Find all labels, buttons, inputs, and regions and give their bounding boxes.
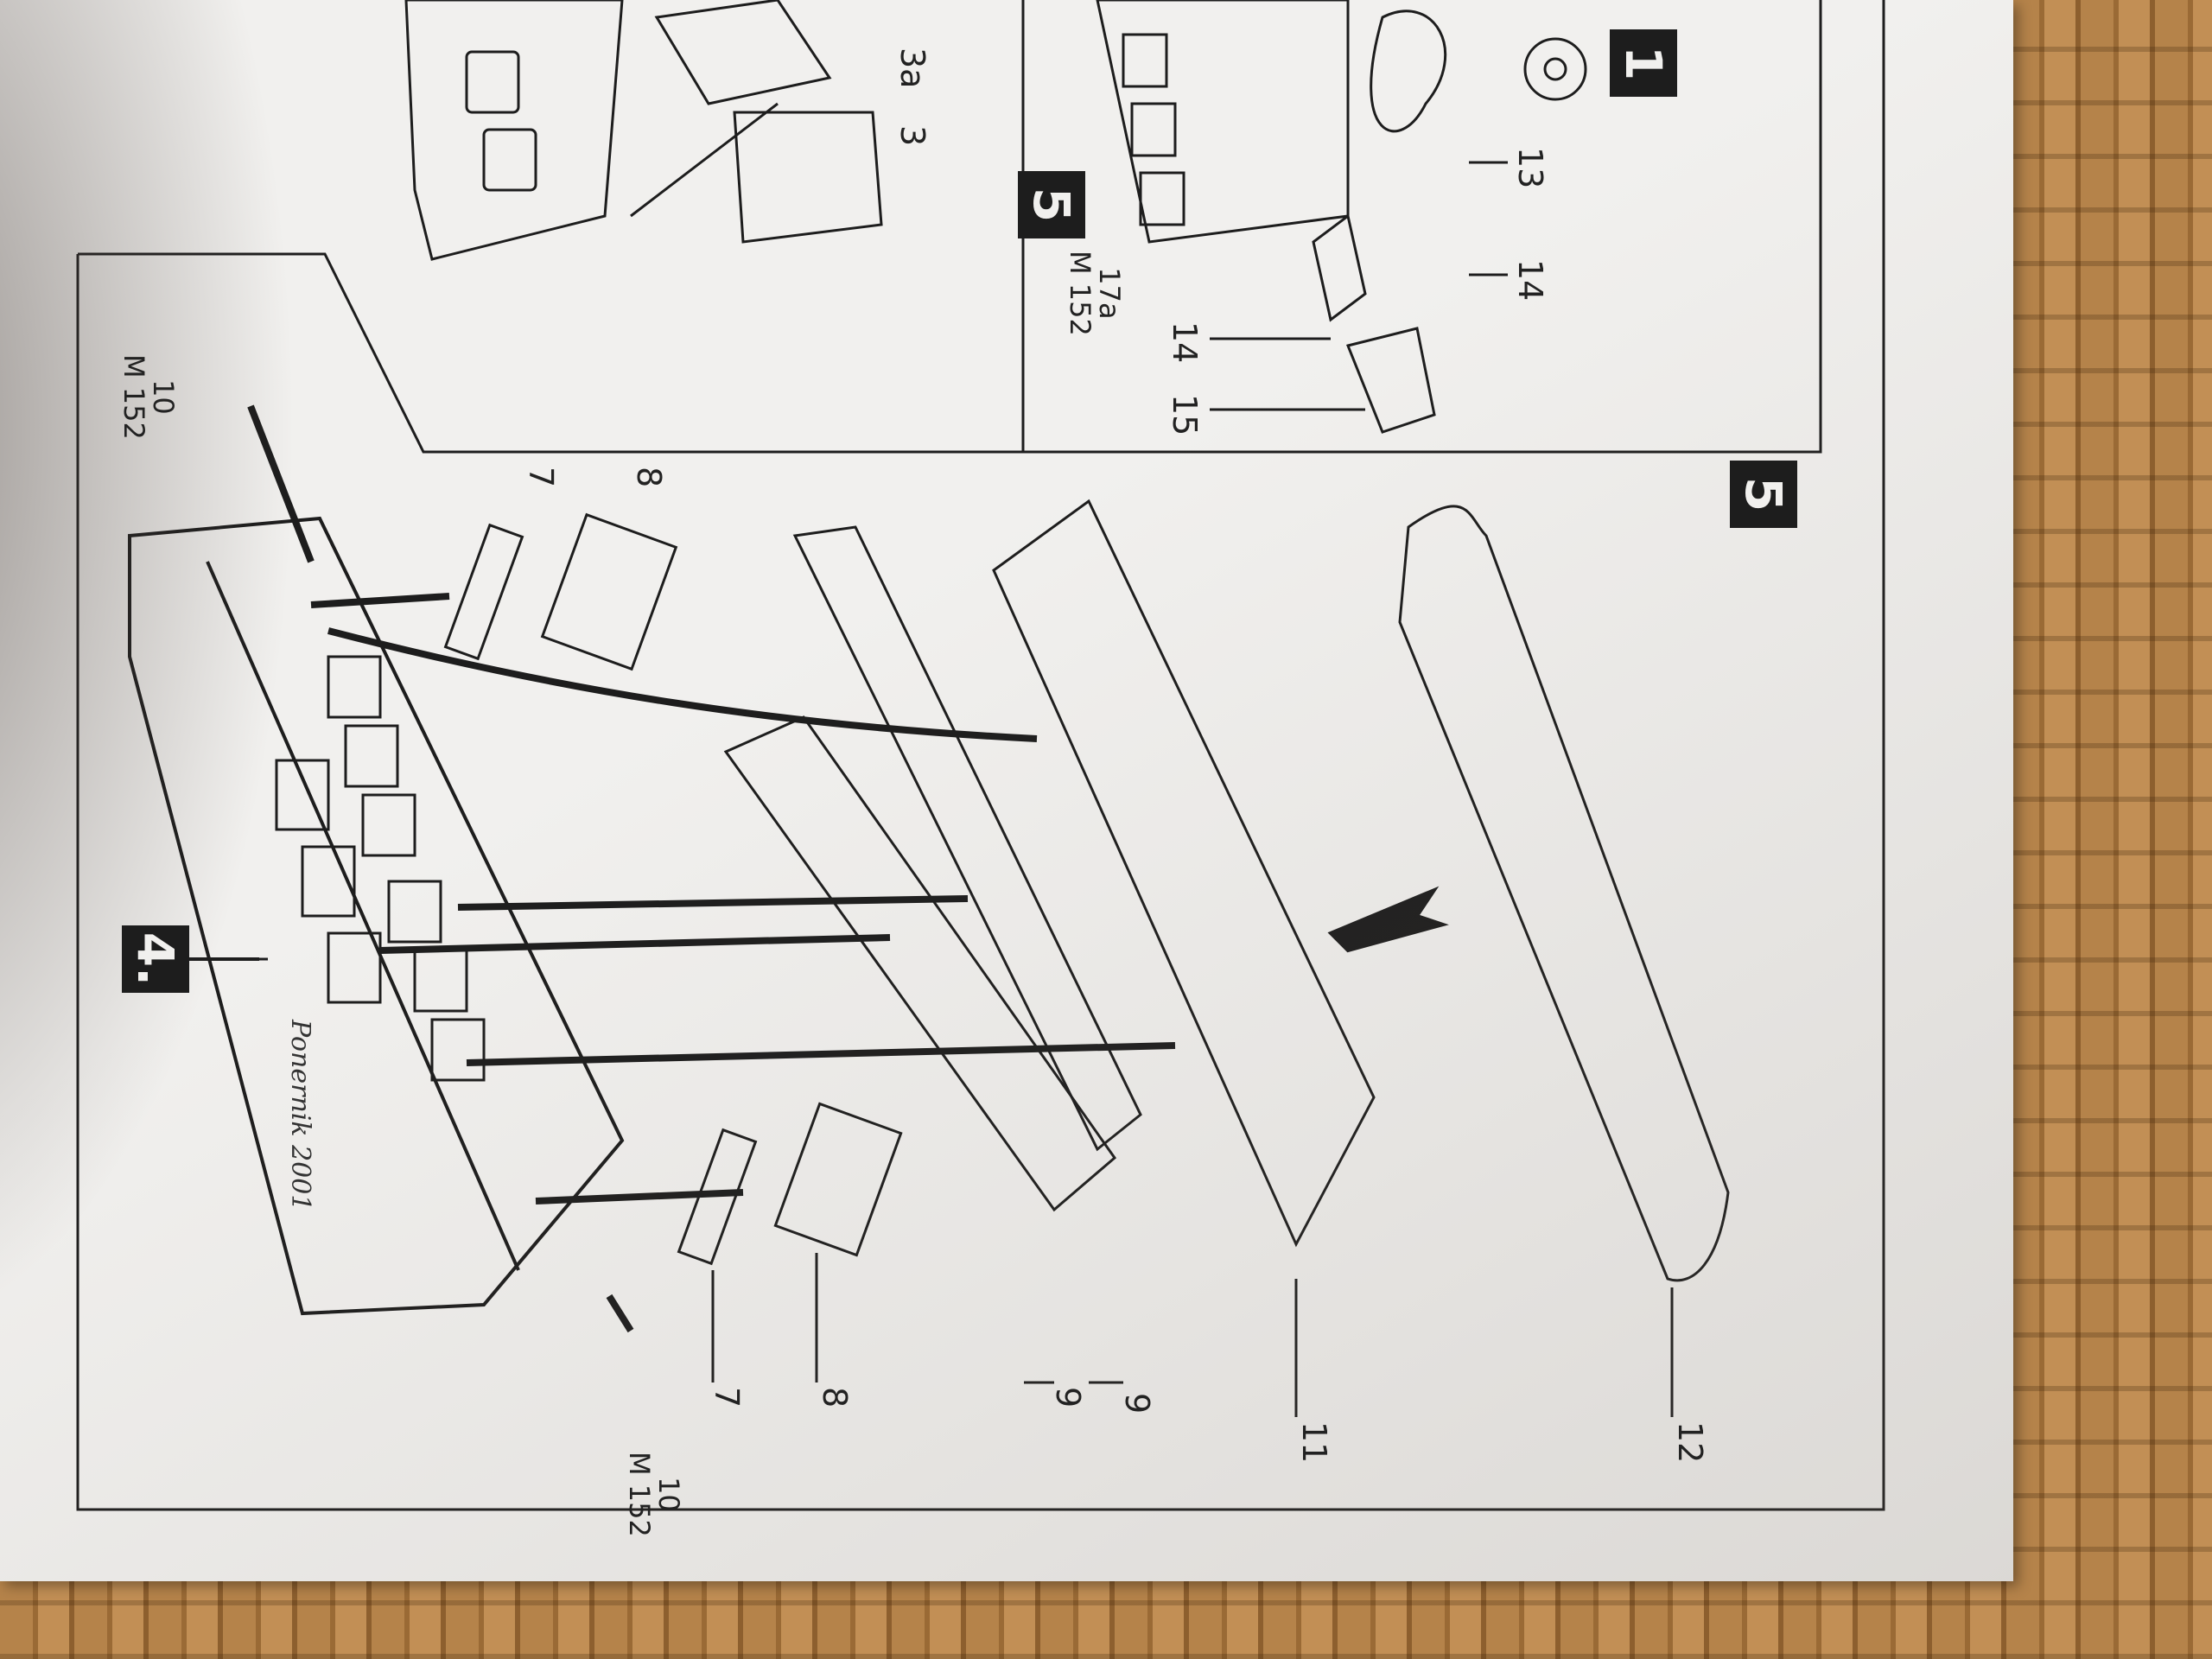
leader-lines: [164, 957, 1674, 1417]
step-badge-5-top: 5: [1018, 171, 1085, 238]
car-body-top: [404, 0, 883, 261]
frame-border-outer: [76, 0, 1885, 1511]
side-panel-9: [723, 525, 1142, 1212]
part-label-17a: 17a M 152: [1064, 251, 1126, 336]
interior-11: [992, 499, 1376, 1248]
step-number: 5: [1733, 476, 1793, 512]
part-label-8-top: 8: [630, 467, 668, 488]
handwritten-signature: Ponernik 2001: [285, 1020, 315, 1211]
part-7-top: [443, 523, 524, 661]
step-number: 5: [1021, 187, 1081, 223]
part-label-3: 3: [893, 125, 931, 147]
part-label-7-top: 7: [522, 467, 560, 488]
part-label-12: 12: [1671, 1421, 1709, 1464]
step-badge-1: 1: [1610, 29, 1677, 97]
part-label-11: 11: [1295, 1421, 1333, 1464]
part-label-13: 13: [1511, 147, 1549, 189]
step-number: 4.: [125, 931, 185, 987]
part-label-3a: 3a: [893, 48, 931, 89]
step-badge-4: 4.: [122, 925, 189, 993]
part-8-top: [540, 512, 678, 671]
part-label-8-bottom: 8: [816, 1387, 854, 1408]
part-8-bottom: [773, 1102, 903, 1257]
step-number: 1: [1613, 45, 1673, 81]
part-label-10-bottom: 10 M 152: [623, 1452, 685, 1537]
part-label-10-top: 10 M 152: [118, 354, 180, 440]
assembly-arrows: [247, 404, 1176, 1333]
roof-12: [1398, 505, 1730, 1282]
part-label-15: 15: [1166, 394, 1204, 436]
part-label-7-bottom: 7: [708, 1387, 746, 1408]
step-badge-5-main: 5: [1730, 461, 1797, 528]
part-label-9: 9: [1118, 1393, 1156, 1414]
chassis-bogie: [1096, 0, 1587, 434]
direction-arrow: [1327, 886, 1449, 953]
part-label-14: 14: [1511, 259, 1549, 302]
part-label-9: 9: [1049, 1387, 1087, 1408]
part-label-14: 14: [1166, 321, 1204, 364]
